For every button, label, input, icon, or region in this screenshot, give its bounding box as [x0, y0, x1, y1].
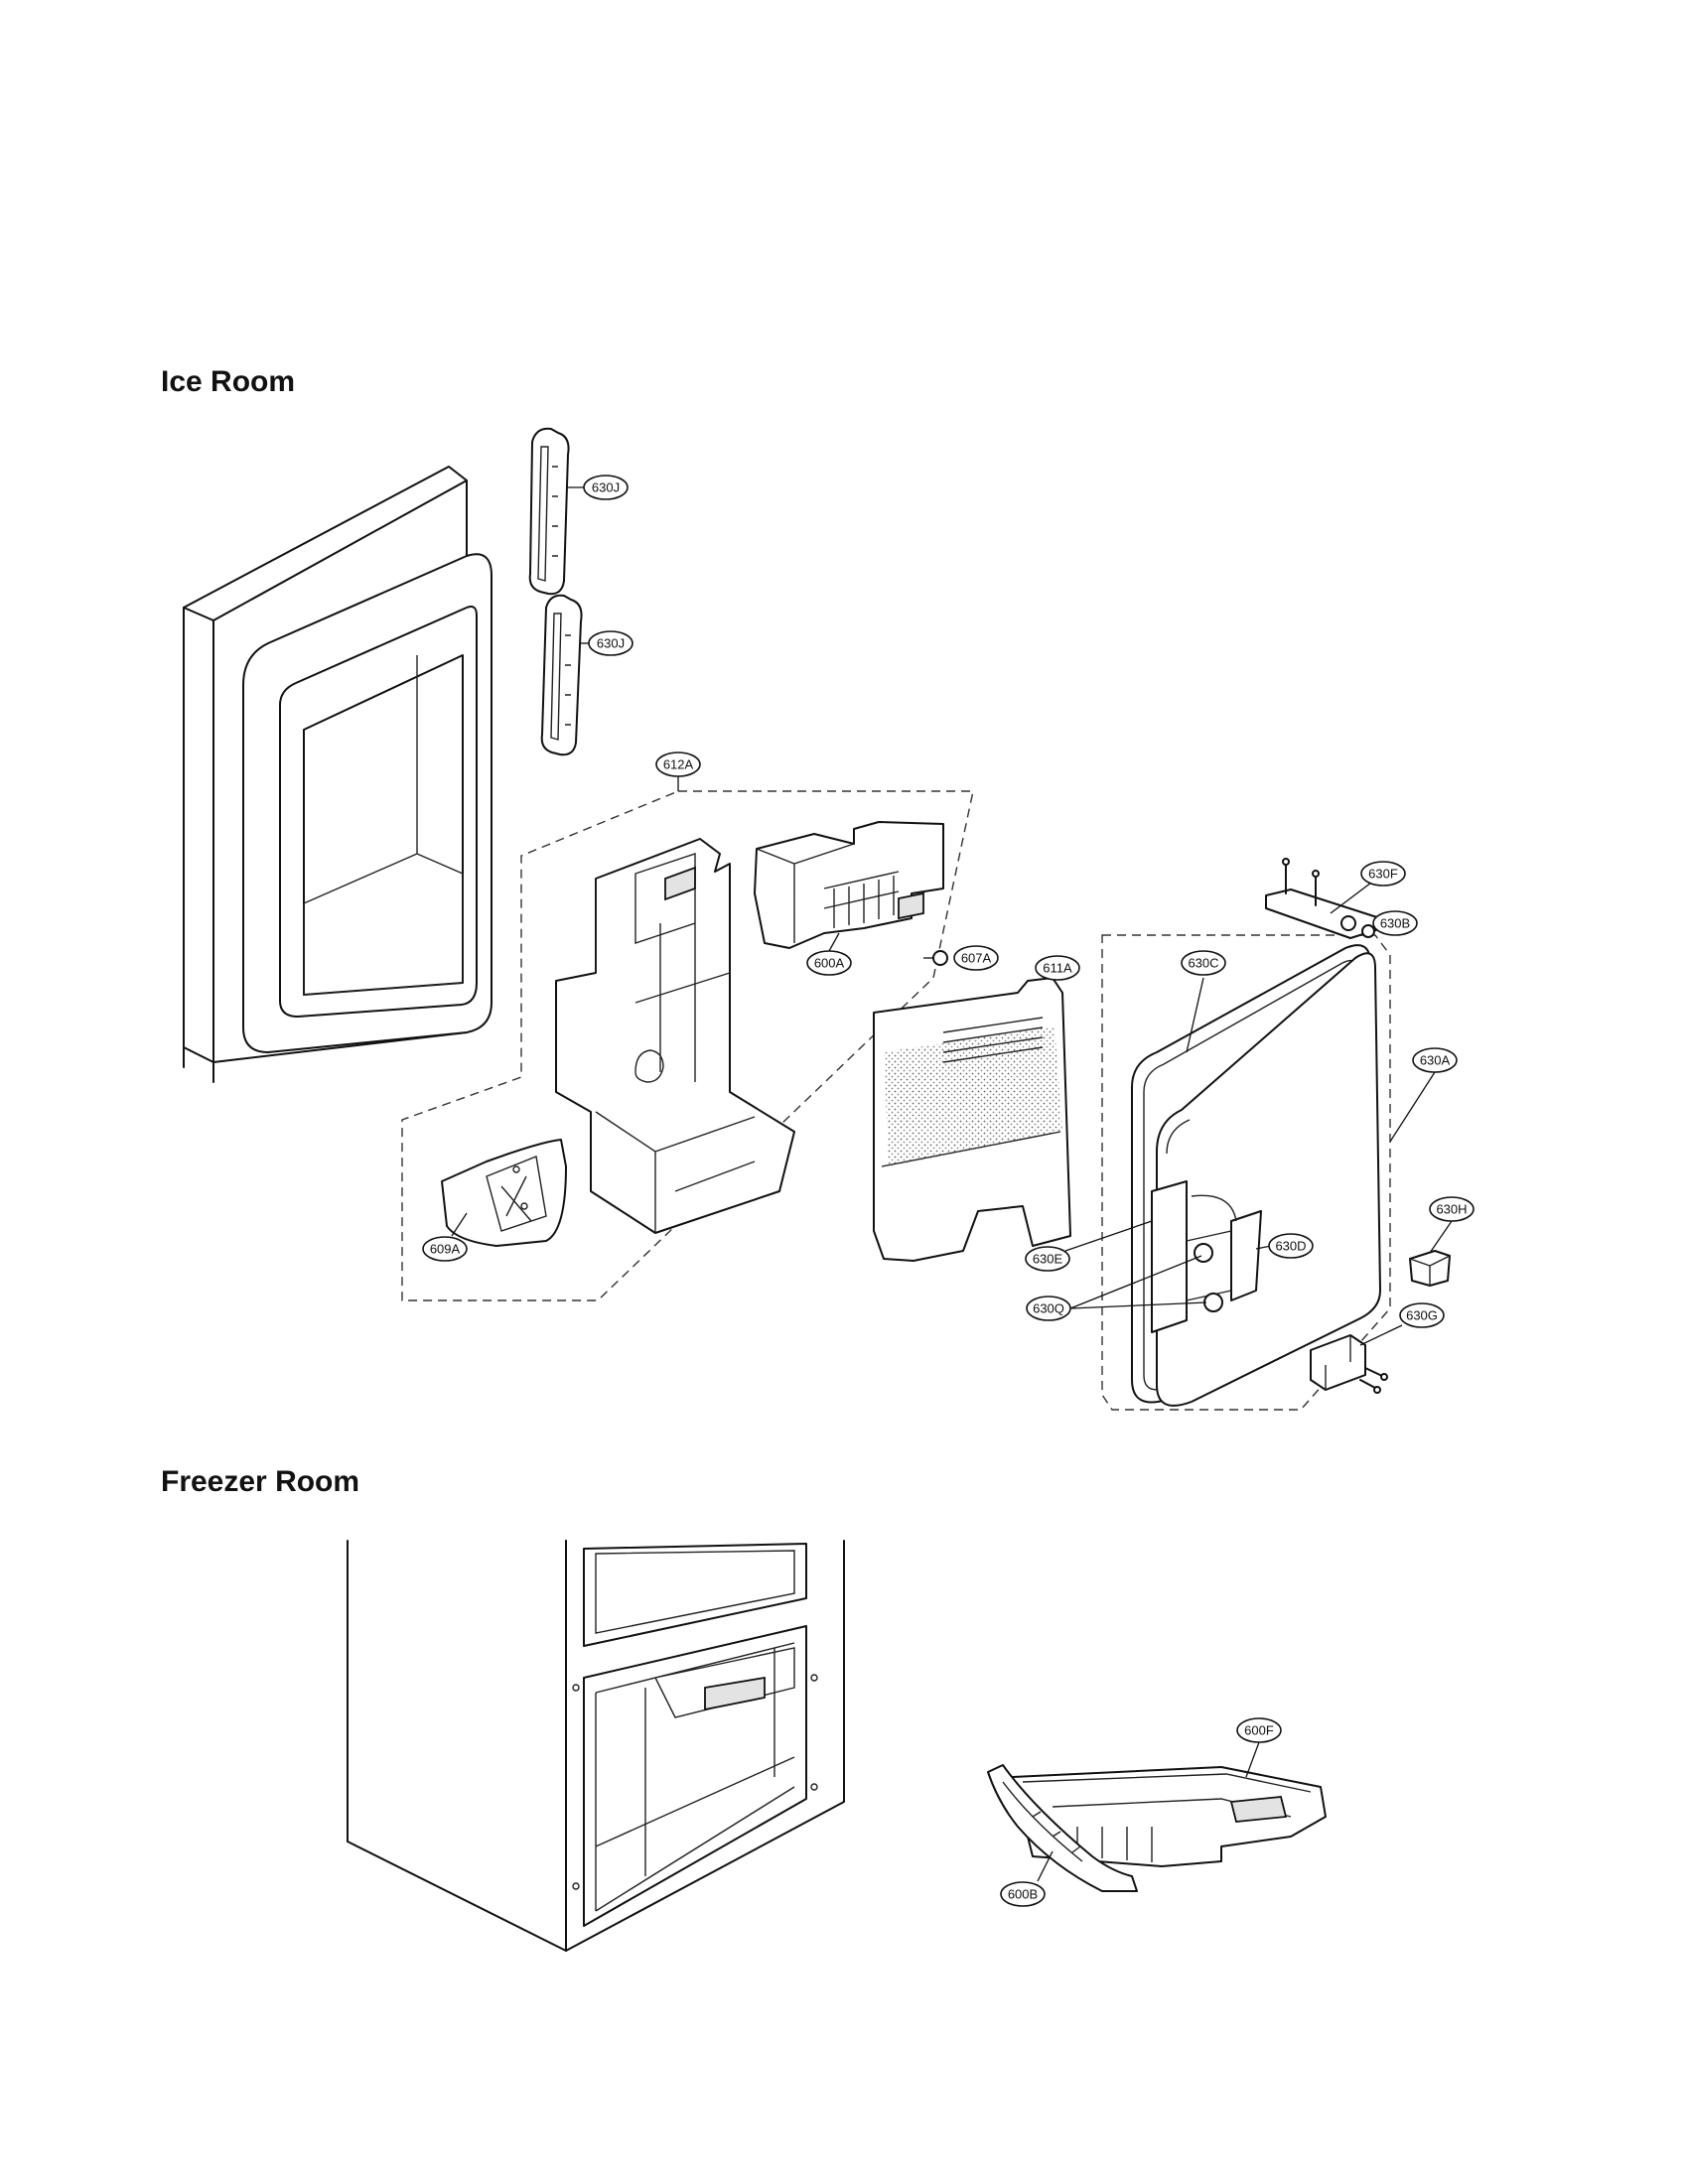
svg-text:611A: 611A — [1043, 961, 1072, 976]
cover-part-611a — [873, 977, 1071, 1262]
svg-text:630A: 630A — [1420, 1053, 1451, 1068]
freezer-room-heading: Freezer Room — [161, 1465, 360, 1498]
svg-text:630G: 630G — [1406, 1308, 1438, 1323]
svg-text:630H: 630H — [1436, 1202, 1467, 1217]
assembly-boundary-612a — [401, 790, 974, 1301]
svg-text:609A: 609A — [430, 1242, 461, 1257]
svg-text:630D: 630D — [1275, 1239, 1306, 1254]
pin-part-630b — [1361, 924, 1375, 938]
callout-630f: 630F — [1360, 861, 1406, 887]
callout-600a: 600A — [806, 950, 852, 976]
ice-tray-assembly-600f — [1012, 1766, 1327, 1867]
svg-text:630E: 630E — [1033, 1252, 1063, 1267]
svg-text:600B: 600B — [1008, 1887, 1038, 1902]
svg-text:630J: 630J — [597, 636, 625, 651]
hinge-part-630f — [1265, 858, 1383, 939]
ice-maker-housing — [555, 838, 795, 1234]
callout-630e: 630E — [1025, 1246, 1070, 1272]
callout-630a: 630A — [1412, 1047, 1458, 1073]
callout-607a: 607A — [953, 945, 999, 971]
ice-maker-600a — [754, 821, 944, 949]
svg-text:630Q: 630Q — [1033, 1301, 1064, 1316]
svg-text:630F: 630F — [1368, 867, 1398, 882]
callout-630h: 630H — [1429, 1196, 1475, 1222]
bracket-part-630g — [1310, 1334, 1388, 1394]
svg-text:630B: 630B — [1380, 916, 1410, 931]
svg-text:607A: 607A — [961, 951, 992, 966]
bracket-part-609a — [441, 1139, 567, 1247]
callout-600b: 600B — [1000, 1881, 1046, 1907]
callout-630c: 630C — [1181, 950, 1226, 976]
freezer-cabinet — [347, 1540, 845, 1952]
callout-630d: 630D — [1268, 1233, 1314, 1259]
svg-text:600F: 600F — [1244, 1723, 1274, 1738]
svg-text:600A: 600A — [814, 956, 845, 971]
ice-bucket-arm-600b — [987, 1764, 1138, 1892]
callout-612a: 612A — [655, 751, 701, 777]
callout-630j-top: 630J — [583, 475, 629, 500]
svg-text:630J: 630J — [592, 480, 620, 495]
svg-text:630C: 630C — [1188, 956, 1218, 971]
ice-room-heading: Ice Room — [161, 365, 296, 398]
ice-room-door-630a — [1151, 952, 1381, 1407]
callout-600f: 600F — [1236, 1717, 1282, 1743]
handle-part-630j-bottom — [540, 594, 583, 756]
door-frame-part — [183, 466, 492, 1083]
callout-630j-bottom: 630J — [588, 630, 633, 656]
callout-630q: 630Q — [1026, 1296, 1071, 1321]
callout-630b: 630B — [1372, 910, 1418, 936]
handle-part-630j-top — [528, 427, 570, 596]
svg-text:612A: 612A — [663, 757, 694, 772]
callout-630g: 630G — [1399, 1302, 1445, 1328]
knob-part-607a — [923, 950, 948, 966]
callout-609a: 609A — [422, 1236, 468, 1262]
callout-611a: 611A — [1035, 955, 1080, 981]
